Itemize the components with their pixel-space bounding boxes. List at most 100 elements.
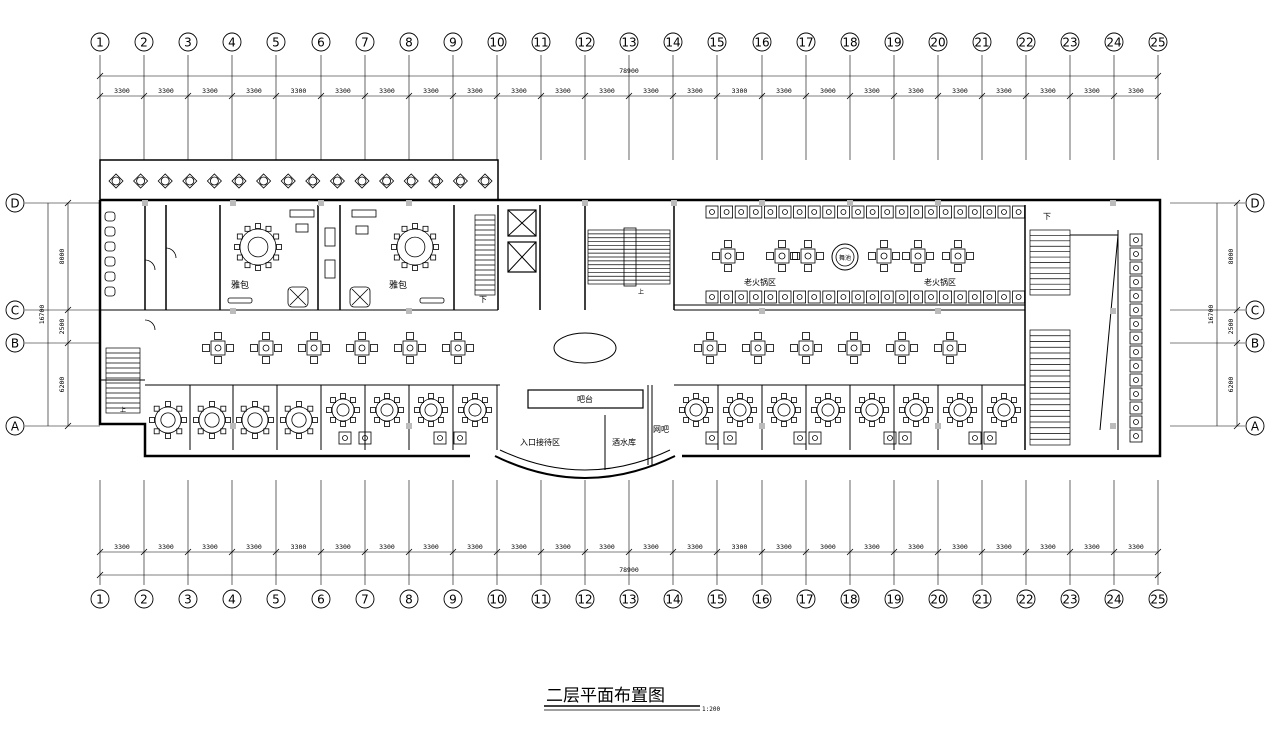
axis-bottom-number: 15 — [709, 593, 724, 607]
axis-bottom-bubble — [266, 589, 286, 609]
stair-up-label-1: 上 — [638, 288, 644, 296]
chair — [406, 356, 414, 364]
chair — [706, 356, 714, 364]
chair — [391, 244, 397, 250]
booth-burner — [840, 209, 847, 215]
chair — [746, 397, 753, 404]
booth-table — [910, 205, 923, 219]
hotpot-table — [942, 240, 974, 272]
axis-top-bubble — [575, 32, 595, 52]
chair — [428, 393, 434, 399]
planter-leaves — [231, 173, 247, 189]
column — [1110, 200, 1116, 206]
chair — [706, 332, 714, 340]
booth-table — [433, 431, 447, 445]
chair — [991, 416, 998, 423]
chair — [220, 405, 227, 412]
stair-southwest — [105, 347, 141, 414]
chair — [927, 407, 933, 413]
chair — [437, 416, 444, 423]
booth-seat-top — [880, 205, 894, 219]
booth-seat-east — [1129, 373, 1143, 387]
booth-burner — [727, 435, 733, 441]
booth-table — [851, 205, 865, 219]
booth-seat-east — [1129, 261, 1143, 275]
bottom-bay-dim: 3300 — [776, 543, 792, 551]
table-top — [239, 228, 277, 266]
axis-top-number: 20 — [930, 36, 945, 50]
booth-seat-bottom — [953, 290, 967, 304]
column — [935, 423, 941, 429]
chair — [273, 233, 280, 240]
chair — [310, 332, 318, 340]
bottom-tick — [405, 548, 413, 556]
booth-table — [749, 290, 763, 304]
axis-bottom-bubble — [90, 589, 110, 609]
planter-icon — [206, 173, 222, 189]
table-top — [720, 248, 736, 264]
column — [847, 200, 853, 206]
hotpot-table — [346, 332, 378, 364]
chair — [957, 393, 963, 399]
table-burner — [706, 344, 714, 352]
booth-table — [895, 205, 909, 219]
row-tick — [64, 339, 72, 347]
private-room-table — [723, 393, 757, 427]
table-burner — [880, 252, 888, 260]
row-bubble-right — [1245, 416, 1265, 436]
table-top — [846, 340, 862, 356]
booth-table — [880, 205, 894, 219]
lounge-outline — [287, 286, 309, 308]
private-room-table — [458, 393, 492, 427]
chair — [296, 401, 302, 407]
bar-label: 吧台 — [577, 394, 593, 404]
chair — [312, 417, 318, 423]
row-letter-left: D — [10, 197, 19, 211]
booth-table — [866, 205, 879, 219]
row-tick — [1233, 422, 1241, 430]
booth-burner — [887, 435, 893, 441]
booth-table — [939, 205, 952, 219]
booth-burner — [913, 294, 920, 300]
chair — [958, 344, 966, 352]
axis-bottom-bubble — [134, 589, 154, 609]
chair — [418, 416, 425, 423]
chair — [226, 344, 234, 352]
chair — [398, 407, 404, 413]
axis-bottom-number: 10 — [489, 593, 504, 607]
planter-leaves — [157, 173, 173, 189]
chair — [702, 416, 709, 423]
row-bubble-left — [5, 416, 25, 436]
booth-table — [1129, 415, 1143, 429]
hotpot-area-label-1: 老火锅区 — [744, 277, 776, 287]
stage-label: 舞池 — [839, 254, 851, 262]
table-burner — [804, 252, 812, 260]
chair — [384, 393, 390, 399]
chair — [358, 332, 366, 340]
bottom-bay-dim: 3300 — [1040, 543, 1056, 551]
chair — [742, 344, 750, 352]
table-burner — [802, 344, 810, 352]
table-burner — [914, 252, 922, 260]
booth-seat-east — [1129, 415, 1143, 429]
row-letter-right: D — [1250, 197, 1259, 211]
axis-top-bubble — [311, 32, 331, 52]
booth-burner — [1015, 294, 1022, 300]
table-top — [702, 340, 718, 356]
booth-seat-east — [1129, 331, 1143, 345]
chair — [486, 407, 492, 413]
top-tick — [1110, 92, 1118, 100]
top-tick — [1154, 92, 1162, 100]
chair — [472, 421, 478, 427]
stair-well — [623, 227, 637, 287]
bottom-tick — [96, 571, 104, 579]
chair — [412, 265, 418, 271]
chair — [815, 416, 822, 423]
booth-burner — [855, 294, 861, 300]
axis-bottom-number: 8 — [405, 593, 413, 607]
chair — [771, 397, 778, 404]
top-tick — [1066, 92, 1074, 100]
booth-table — [898, 431, 912, 445]
bottom-bay-dim: 3000 — [820, 543, 836, 551]
booth-seat-bottom — [764, 290, 777, 304]
